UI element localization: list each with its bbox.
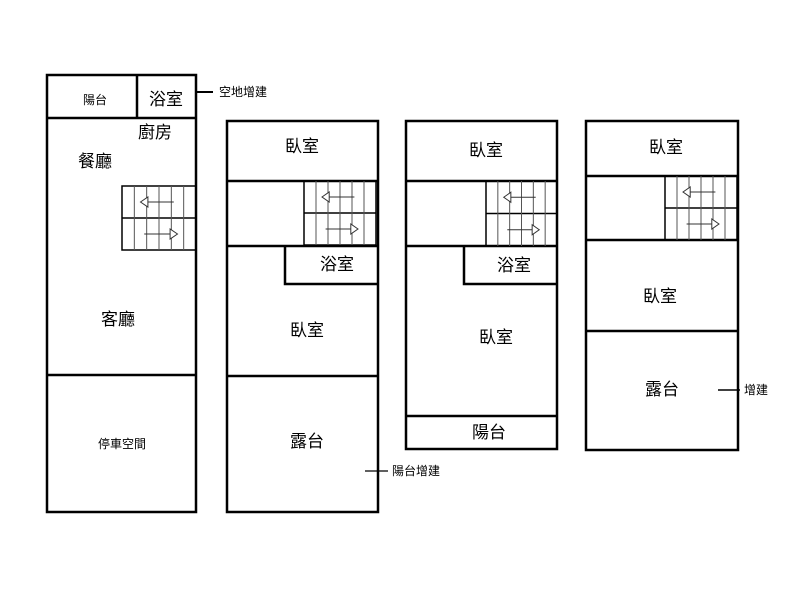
room-label-bedroom-back: 臥室 [479, 328, 513, 348]
room-label-bathroom: 浴室 [320, 255, 354, 275]
room-label-balcony: 陽台 [83, 92, 107, 107]
annotation-label: 增建 [744, 383, 768, 397]
room-label-bedroom-back: 臥室 [290, 321, 324, 341]
room-label-bedroom-front: 臥室 [285, 137, 319, 157]
arrow-right-icon [350, 223, 359, 235]
floor-2-outline [225, 119, 380, 514]
room-label-bathroom: 浴室 [497, 256, 531, 276]
room-label-terrace: 露台 [290, 432, 324, 452]
room-label-bedroom-front: 臥室 [469, 141, 503, 161]
annotation-label: 空地增建 [219, 85, 267, 99]
floor-plan-2: 臥室 浴室 臥室 露台 陽台增建 [225, 119, 440, 514]
room-label-kitchen: 廚房 [138, 122, 172, 143]
staircase [303, 180, 377, 246]
floor-4-outline [584, 119, 740, 452]
room-label-terrace: 露台 [645, 380, 679, 400]
arrow-right-icon [169, 228, 179, 240]
staircase [121, 185, 197, 251]
arrow-left-icon [139, 196, 149, 208]
room-label-parking: 停車空間 [98, 436, 146, 451]
room-label-balcony: 陽台 [472, 423, 506, 443]
floor-plan-3: 臥室 浴室 臥室 陽台 [404, 119, 559, 451]
room-label-bedroom-front: 臥室 [649, 138, 683, 158]
staircase [664, 175, 738, 241]
bathroom-wall [283, 246, 378, 286]
floor-1-outline [45, 73, 198, 514]
arrow-left-icon [682, 186, 691, 198]
floor-plan-1: 陽台 浴室 廚房 餐廳 客廳 停車空間 空地增建 [45, 73, 267, 514]
arrow-left-icon [321, 191, 330, 203]
floor-plan-4: 臥室 臥室 露台 增建 [584, 119, 768, 452]
room-label-dining: 餐廳 [78, 152, 112, 172]
staircase [485, 180, 558, 247]
room-label-bedroom-back: 臥室 [643, 287, 677, 307]
arrow-left-icon [502, 191, 512, 204]
bathroom-wall [462, 246, 557, 286]
annotation-label: 陽台增建 [392, 463, 440, 478]
arrow-right-icon [711, 218, 720, 230]
arrow-right-icon [531, 223, 541, 236]
room-label-living: 客廳 [101, 310, 135, 330]
room-label-bathroom: 浴室 [149, 90, 183, 110]
